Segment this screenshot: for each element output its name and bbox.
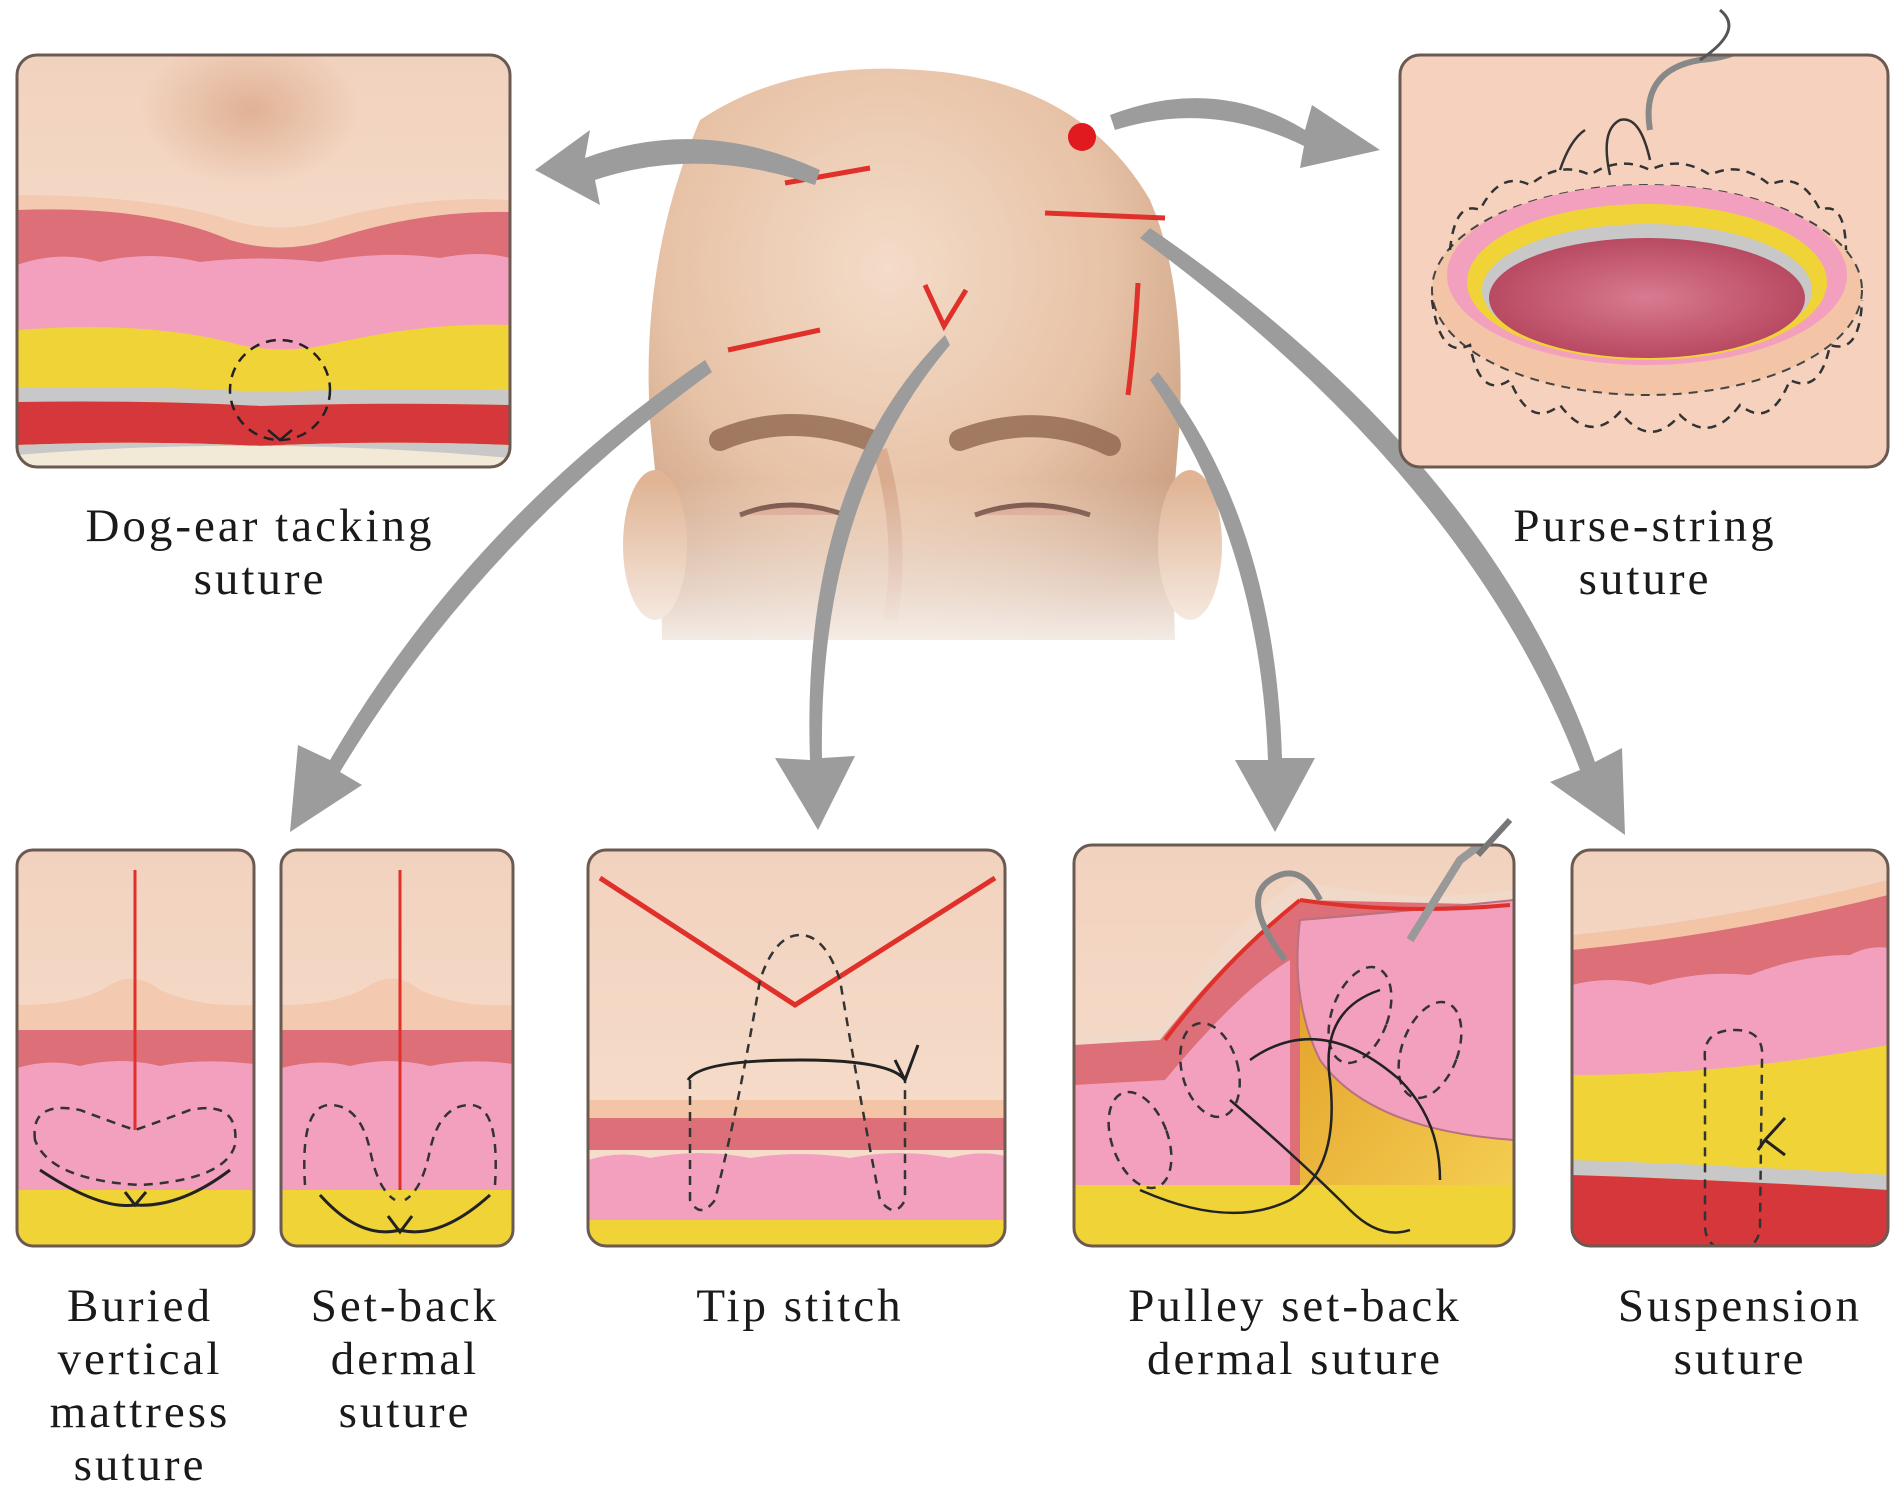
panel-purse-string xyxy=(1400,10,1888,467)
panel-set-back xyxy=(281,850,513,1250)
panel-pulley xyxy=(1074,820,1514,1250)
label-tip-stitch: Tip stitch xyxy=(640,1280,960,1333)
label-set-back: Set-back dermal suture xyxy=(290,1280,520,1439)
label-suspension: Suspension suture xyxy=(1600,1280,1880,1386)
label-dog-ear: Dog-ear tacking suture xyxy=(70,500,450,606)
panel-buried-vertical xyxy=(17,850,254,1250)
label-pulley: Pulley set-back dermal suture xyxy=(1110,1280,1480,1386)
panel-tip-stitch xyxy=(588,850,1005,1250)
panel-suspension xyxy=(1572,850,1888,1250)
panel-dog-ear xyxy=(17,35,510,470)
wound-purse-string xyxy=(1068,123,1096,151)
label-purse-string: Purse-string suture xyxy=(1465,500,1825,606)
arrow-purse-string xyxy=(1110,98,1380,168)
label-buried-vertical: Buried vertical mattress suture xyxy=(30,1280,250,1492)
